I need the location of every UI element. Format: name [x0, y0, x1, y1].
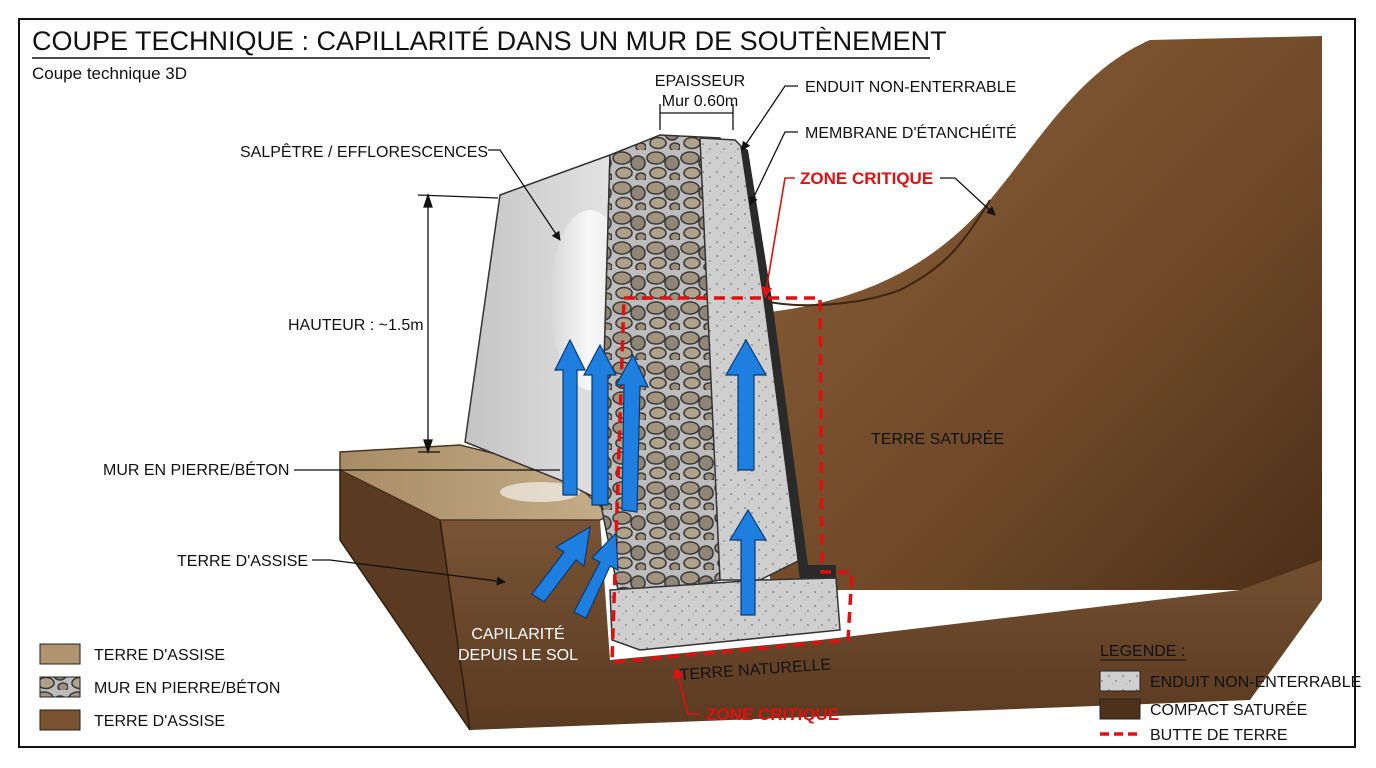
hill-backfill [770, 36, 1322, 600]
label-membrane: MEMBRANE D'ÉTANCHÉITÉ [805, 123, 1017, 142]
right-legend-label-1: COMPACT SATURÉE [1150, 700, 1307, 719]
arrow-up-2 [583, 343, 617, 506]
right-legend-label-0: ENDUIT NON-ENTERRABLE [1150, 674, 1361, 691]
left-legend: TERRE D'ASSISE MUR EN PIERRE/BÉTON TERRE… [39, 643, 280, 731]
label-capillarite-sub: DEPUIS LE SOL [458, 647, 578, 664]
arrow-up-4 [724, 338, 768, 471]
legend-swatch-sand [39, 643, 81, 665]
arrow-diag-2 [573, 531, 619, 619]
right-legend-label-2: BUTTE DE TERRE [1150, 727, 1288, 744]
diagram-frame [18, 18, 1356, 748]
leader-critical-bottom [673, 666, 700, 715]
legend-swatch-render [1099, 670, 1141, 692]
thickness-dimension [659, 104, 734, 130]
label-salpetre: SALPÊTRE / EFFLORESCENCES [240, 142, 488, 161]
left-legend-label-2: TERRE D'ASSISE [94, 713, 225, 730]
label-zone-critique-bottom: ZONE CRITIQUE [706, 705, 839, 724]
capillary-arrows [531, 338, 768, 619]
legend-swatch-stone [39, 676, 81, 698]
leader-terre-assise [312, 559, 506, 586]
label-capillarite: CAPILARITÉ [471, 624, 564, 643]
leader-membrane [749, 131, 798, 206]
efflorescence-ground [500, 482, 580, 502]
label-terre-saturee: TERRE SATURÉE [871, 429, 1004, 448]
page-title: COUPE TECHNIQUE : CAPILLARITÉ DANS UN MU… [32, 26, 947, 56]
footing [609, 577, 841, 651]
critical-leaders [673, 177, 795, 715]
page-subtitle: Coupe technique 3D [32, 64, 187, 83]
label-terre-assise: TERRE D'ASSISE [177, 553, 308, 570]
arrow-diag-1 [531, 525, 591, 603]
leader-hill [940, 177, 996, 216]
membrane-layer [740, 145, 836, 580]
label-zone-critique-top: ZONE CRITIQUE [800, 169, 933, 188]
ground-top-right [759, 199, 991, 307]
arrow-up-3 [614, 353, 650, 513]
label-hauteur: HAUTEUR : ~1.5m [288, 317, 424, 334]
left-legend-label-1: MUR EN PIERRE/BÉTON [94, 678, 280, 697]
arrow-up-5 [728, 508, 768, 616]
leader-salpetre [488, 149, 561, 241]
label-enduit: ENDUIT NON-ENTERRABLE [805, 79, 1016, 96]
leader-enduit [741, 85, 798, 151]
height-dimension [417, 192, 499, 455]
right-legend: LEGENDE : ENDUIT NON-ENTERRABLE COMPACT … [1099, 643, 1361, 744]
arrow-up-1 [554, 338, 586, 496]
label-epaisseur-value: Mur 0.60m [662, 93, 738, 110]
right-legend-title: LEGENDE : [1100, 643, 1185, 660]
label-epaisseur: EPAISSEUR [655, 73, 745, 90]
leader-lines [294, 85, 996, 586]
left-legend-label-0: TERRE D'ASSISE [94, 647, 225, 664]
legend-swatch-soil [39, 709, 81, 731]
label-mur: MUR EN PIERRE/BÉTON [103, 460, 289, 479]
leader-critical-top [761, 177, 795, 299]
legend-swatch-dark [1099, 698, 1141, 720]
